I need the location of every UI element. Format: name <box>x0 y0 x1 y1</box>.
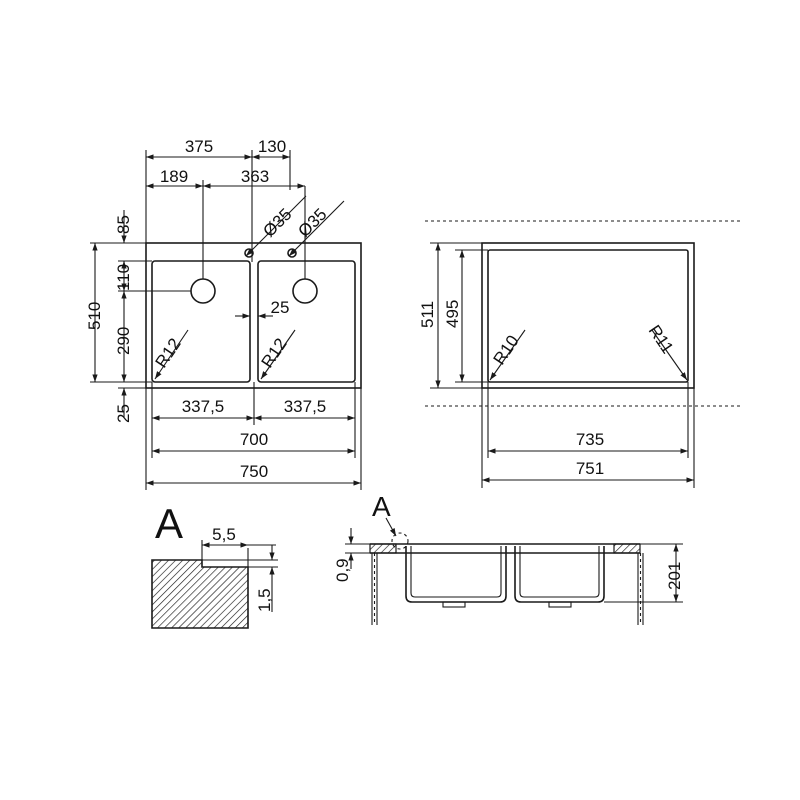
dim-751: 751 <box>576 459 604 478</box>
detail-a-marker <box>391 532 409 550</box>
left-drain <box>442 601 466 608</box>
detail-a: A 5,5 1,5 <box>151 500 278 629</box>
dim-510: 510 <box>85 302 104 330</box>
top-view: 375 130 189 363 Ø35 Ø35 85 110 290 25 <box>85 137 362 490</box>
dim-25-middle: 25 <box>271 298 290 317</box>
right-bowl-section <box>514 546 605 603</box>
dim-dia-left: Ø35 <box>259 205 295 241</box>
right-drain-circle <box>292 278 318 304</box>
dim-25-bottom: 25 <box>114 404 133 423</box>
dim-700: 700 <box>240 430 268 449</box>
cutout-outer-outline <box>481 242 695 389</box>
dim-189: 189 <box>160 167 188 186</box>
dim-290: 290 <box>114 327 133 355</box>
dim-337-right: 337,5 <box>284 397 327 416</box>
detail-a-hatched-section <box>151 559 249 629</box>
section-a-label: A <box>372 491 391 522</box>
right-counter-section <box>613 543 641 554</box>
dim-85: 85 <box>114 215 133 234</box>
right-bowl-outline <box>257 260 356 383</box>
left-drain-circle <box>190 278 216 304</box>
dim-750: 750 <box>240 462 268 481</box>
dim-dia-right: Ø35 <box>294 205 330 241</box>
dim-201: 201 <box>665 562 684 590</box>
sink-outer-outline <box>145 242 362 389</box>
radius-right: R11 <box>645 322 677 357</box>
right-drain <box>548 601 572 608</box>
radius-right: R12 <box>258 335 291 371</box>
section-view: A 0,9 201 <box>333 491 684 625</box>
cutout-view: 511 495 R10 R11 735 751 <box>418 220 740 488</box>
radius-left: R12 <box>152 335 185 371</box>
cutout-inner-outline <box>487 249 689 383</box>
left-bowl-outline <box>151 260 251 383</box>
dim-375: 375 <box>185 137 213 156</box>
dim-511: 511 <box>418 301 437 328</box>
detail-a-label: A <box>155 500 183 547</box>
dim-735: 735 <box>576 430 604 449</box>
dim-110: 110 <box>114 264 133 291</box>
dim-495: 495 <box>443 300 462 328</box>
dim-337-left: 337,5 <box>182 397 225 416</box>
dim-0-9: 0,9 <box>333 558 352 582</box>
left-bowl-section <box>405 546 507 603</box>
dim-363: 363 <box>241 167 269 186</box>
dim-130: 130 <box>258 137 286 156</box>
dim-1-5: 1,5 <box>255 588 274 612</box>
dim-5-5: 5,5 <box>212 525 236 544</box>
radius-left: R10 <box>490 332 523 368</box>
left-counter-section <box>369 543 397 554</box>
